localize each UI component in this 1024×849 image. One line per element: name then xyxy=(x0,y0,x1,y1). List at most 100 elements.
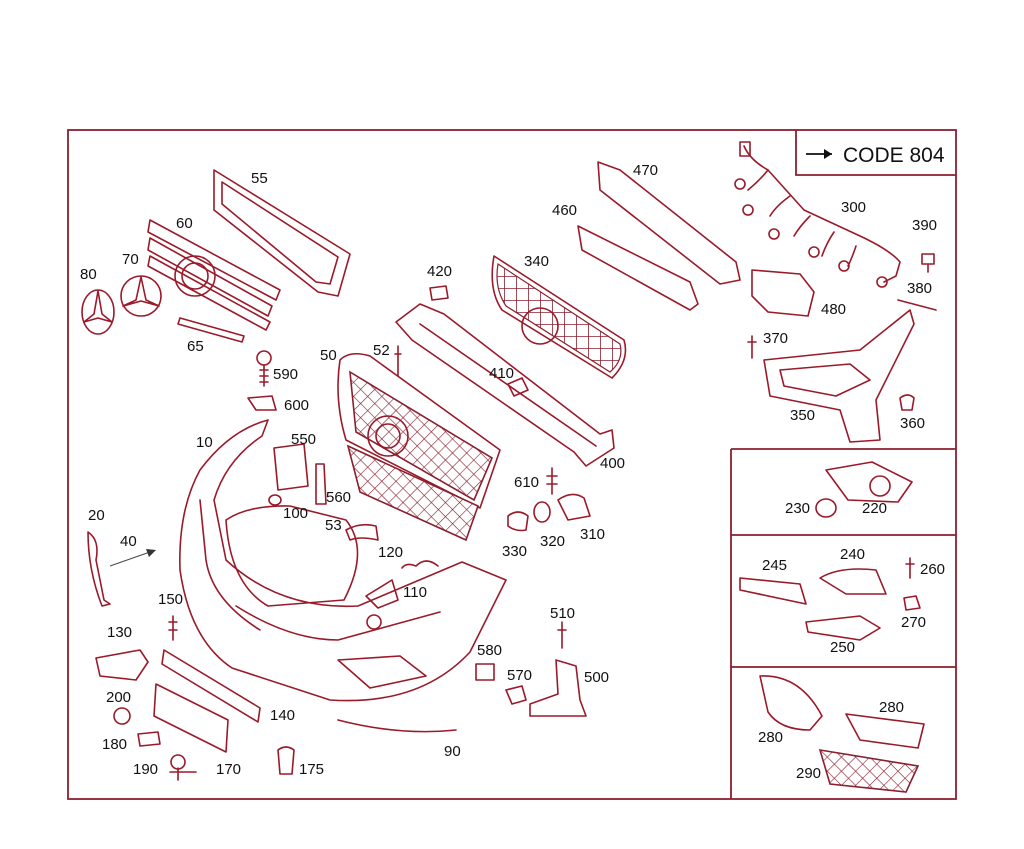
label-400: 400 xyxy=(600,455,625,472)
part-510-screw xyxy=(557,621,567,649)
part-290-mesh xyxy=(818,749,920,793)
label-10: 10 xyxy=(196,434,213,451)
part-55-grille-frame xyxy=(213,169,351,297)
part-20-side-trim xyxy=(87,531,111,607)
part-90-strip xyxy=(337,719,457,733)
label-170: 170 xyxy=(216,761,241,778)
part-53-bracket xyxy=(345,523,379,541)
label-550: 550 xyxy=(291,431,316,448)
label-510: 510 xyxy=(550,605,575,622)
label-70: 70 xyxy=(122,251,139,268)
part-190-screw xyxy=(169,754,197,781)
part-130-bracket xyxy=(95,649,149,681)
label-560: 560 xyxy=(326,489,351,506)
part-280-cover-left xyxy=(759,675,823,731)
label-580: 580 xyxy=(477,642,502,659)
label-250: 250 xyxy=(830,639,855,656)
part-590-screw xyxy=(256,350,272,387)
part-230-ring xyxy=(815,498,837,518)
part-70-star-emblem xyxy=(120,275,162,317)
part-120-cable xyxy=(401,560,439,569)
part-245-strip xyxy=(739,577,807,605)
label-390: 390 xyxy=(912,217,937,234)
part-500-bracket xyxy=(529,659,587,717)
label-190: 190 xyxy=(133,761,158,778)
label-200: 200 xyxy=(106,689,131,706)
part-60-grille-bars xyxy=(147,219,281,331)
part-550-module xyxy=(273,443,309,491)
part-350-bracket xyxy=(763,309,915,443)
label-150: 150 xyxy=(158,591,183,608)
label-290: 290 xyxy=(796,765,821,782)
label-240: 240 xyxy=(840,546,865,563)
part-250-lamp xyxy=(805,615,881,641)
part-240-lamp xyxy=(819,568,887,595)
label-40: 40 xyxy=(120,533,137,550)
part-480-module xyxy=(751,269,815,317)
label-100: 100 xyxy=(283,505,308,522)
label-600: 600 xyxy=(284,397,309,414)
label-270: 270 xyxy=(901,614,926,631)
label-420: 420 xyxy=(427,263,452,280)
part-280-cover-right xyxy=(845,713,925,749)
part-300-wiring xyxy=(734,141,901,288)
part-170-plate xyxy=(153,683,229,753)
label-20: 20 xyxy=(88,507,105,524)
part-175-rivet xyxy=(277,746,295,775)
part-560-bracket xyxy=(315,463,327,505)
part-40-arrow xyxy=(109,549,156,567)
label-320: 320 xyxy=(540,533,565,550)
label-130: 130 xyxy=(107,624,132,641)
label-53: 53 xyxy=(325,517,342,534)
part-220-fog-frame xyxy=(825,461,913,503)
part-580-bracket xyxy=(475,663,495,681)
part-370-screw xyxy=(747,335,757,359)
code-box xyxy=(795,130,956,176)
label-500: 500 xyxy=(584,669,609,686)
part-460-absorber xyxy=(577,225,699,311)
label-330: 330 xyxy=(502,543,527,560)
label-120: 120 xyxy=(378,544,403,561)
label-280-a: 280 xyxy=(758,729,783,746)
label-310: 310 xyxy=(580,526,605,543)
part-200-clip xyxy=(113,707,131,725)
part-65-strip xyxy=(177,317,245,343)
label-280-b: 280 xyxy=(879,699,904,716)
label-175: 175 xyxy=(299,761,324,778)
part-320-ring xyxy=(533,501,551,523)
part-380-strip xyxy=(897,299,937,311)
label-180: 180 xyxy=(102,736,127,753)
label-110: 110 xyxy=(403,584,427,601)
label-360: 360 xyxy=(900,415,925,432)
label-410: 410 xyxy=(489,365,514,382)
part-10-bumper-cover xyxy=(179,419,507,702)
label-50: 50 xyxy=(320,347,337,364)
part-570-bolt xyxy=(505,685,527,705)
svg-text:CODE 804: CODE 804 xyxy=(843,144,945,167)
label-260: 260 xyxy=(920,561,945,578)
label-610: 610 xyxy=(514,474,539,491)
part-610-bolt xyxy=(546,467,558,495)
part-80-star-emblem xyxy=(81,289,115,335)
label-90: 90 xyxy=(444,743,461,760)
label-220: 220 xyxy=(862,500,887,517)
part-50-main-grille xyxy=(337,352,501,542)
label-570: 570 xyxy=(507,667,532,684)
label-65: 65 xyxy=(187,338,204,355)
part-330-sensor-ring xyxy=(507,511,529,532)
label-52: 52 xyxy=(373,342,390,359)
label-480: 480 xyxy=(821,301,846,318)
part-600-clip xyxy=(247,395,277,411)
label-350: 350 xyxy=(790,407,815,424)
part-100-grommet xyxy=(268,494,282,506)
part-340-grille xyxy=(491,255,627,379)
part-390-screw xyxy=(921,253,935,273)
panel-divider xyxy=(730,448,956,799)
part-360-clip xyxy=(899,394,915,411)
label-230: 230 xyxy=(785,500,810,517)
label-300: 300 xyxy=(841,199,866,216)
diagram-frame xyxy=(67,129,957,800)
label-80: 80 xyxy=(80,266,97,283)
label-380: 380 xyxy=(907,280,932,297)
label-245: 245 xyxy=(762,557,787,574)
